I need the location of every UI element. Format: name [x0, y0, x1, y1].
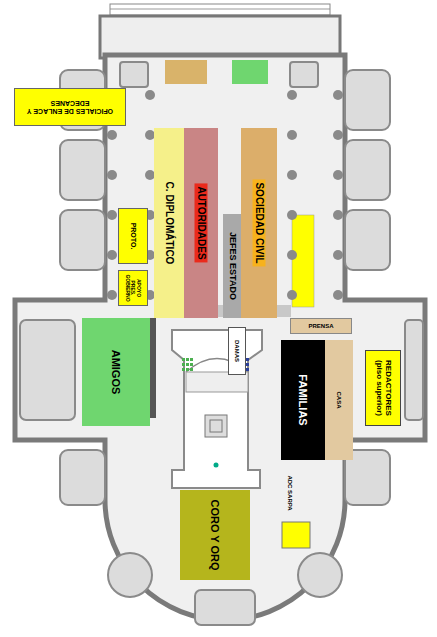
zone-label: AUTORIDADES	[195, 183, 208, 262]
zone-label: JEFES ESTADO	[227, 232, 237, 300]
pillar	[287, 130, 297, 140]
zone-column: SOCIEDAD CIVIL	[241, 128, 277, 318]
pillar	[333, 210, 343, 220]
zone-box: OFICIALES DE ENLACE Y EDECANES	[14, 88, 126, 126]
pillar	[287, 170, 297, 180]
zone-label: OFICIALES DE ENLACE Y EDECANES	[17, 99, 123, 114]
pillar	[333, 250, 343, 260]
pillar	[333, 170, 343, 180]
zone-box: FAMILIAS	[281, 340, 325, 460]
zone-label: APOYO PRES. GOBIERNO	[125, 273, 142, 303]
pillar	[145, 90, 155, 100]
zone-label: FAMILIAS	[297, 374, 309, 425]
pillar	[287, 90, 297, 100]
pillar	[287, 250, 297, 260]
zone-label: SOCIEDAD CIVIL	[253, 179, 266, 266]
zone-label: CORO Y ORQ	[209, 499, 221, 570]
zone-label: PROTO.	[129, 223, 137, 250]
zone-label: PRENSA	[308, 323, 333, 330]
zone-column: AUTORIDADES	[184, 128, 218, 318]
zone-box: REDACTORES (piso superior)	[365, 350, 401, 426]
pillar	[287, 290, 297, 300]
pillar	[107, 130, 117, 140]
zone-label: AMIGOS	[110, 350, 122, 395]
zone-label: REDACTORES (piso superior)	[374, 353, 392, 423]
pillar	[333, 290, 343, 300]
pillar	[107, 210, 117, 220]
pillar	[107, 250, 117, 260]
zone-box: PRENSA	[290, 318, 352, 334]
pillar	[107, 290, 117, 300]
zone-column: C. DIPLOMÁTICO	[154, 128, 184, 318]
zone-box: CASA	[325, 340, 353, 460]
pillar	[333, 90, 343, 100]
zone-box: DAMAS	[228, 327, 246, 375]
zone-column: JEFES ESTADO	[223, 214, 241, 318]
zone-box: ADC SARPA	[282, 468, 298, 518]
zone-label: ADC SARPA	[287, 475, 294, 510]
pillar	[107, 170, 117, 180]
pillar	[333, 130, 343, 140]
zone-box: PROTO.	[118, 208, 148, 264]
pillar	[287, 210, 297, 220]
zone-label: DAMAS	[234, 340, 241, 362]
zone-box: AMIGOS	[82, 318, 150, 426]
zone-box: APOYO PRES. GOBIERNO	[118, 270, 148, 306]
zone-box: CORO Y ORQ	[180, 490, 250, 580]
zone-label: C. DIPLOMÁTICO	[164, 182, 175, 265]
zone-label: CASA	[336, 391, 343, 408]
